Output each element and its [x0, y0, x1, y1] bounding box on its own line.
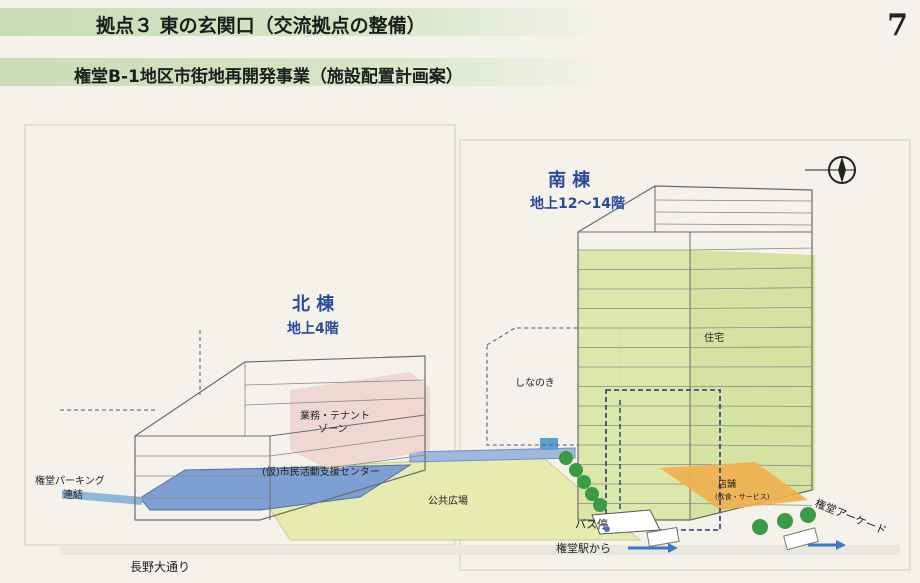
vehicle-block-1 — [646, 526, 680, 548]
north-building-name: 北 棟 — [292, 293, 335, 315]
page-title: 拠点３ 東の玄関口（交流拠点の整備） — [96, 15, 426, 37]
bus-stop-label: バス停 — [575, 517, 608, 531]
north-building — [60, 330, 430, 521]
background-frame-right — [459, 139, 911, 571]
civic-center-label: (仮)市民活動支援センター — [262, 465, 380, 478]
ground-floor-outline — [605, 389, 721, 531]
south-floor-line — [689, 326, 813, 329]
page-number: 7 — [887, 8, 908, 43]
south-floor-line — [689, 444, 813, 447]
page-subtitle: 権堂B-1地区市街地再開発事業（施設配置計画案） — [74, 67, 463, 87]
nagano-street-label: 長野大通り — [130, 560, 190, 574]
shops-area — [660, 462, 808, 510]
south-building-floors-label: 地上12～14階 — [530, 195, 625, 212]
south-floor-line — [689, 267, 813, 270]
title-band — [0, 8, 605, 36]
vehicle-block-2 — [783, 527, 819, 551]
shops-label: 店舗 — [718, 478, 736, 490]
south-floor-line — [654, 211, 813, 214]
from-station-label: 権堂駅から — [556, 541, 611, 555]
business-zone-label: 業務・テナント — [300, 409, 370, 422]
public-plaza-label: 公共広場 — [428, 494, 468, 507]
south-floor-line — [654, 199, 813, 202]
parking-label: 権堂パーキング — [35, 474, 105, 487]
street-trees — [559, 451, 816, 535]
south-building-floors — [578, 199, 813, 506]
bus-stop-marker — [604, 526, 610, 532]
business-zone-label-2: ゾーン — [318, 423, 348, 435]
shops-label-2: (飲食・サービス) — [715, 492, 770, 501]
south-floor-line — [689, 425, 813, 427]
south-building — [577, 185, 815, 521]
south-floor-line — [689, 247, 813, 251]
south-building-name: 南 棟 — [548, 169, 591, 191]
north-arrow-icon — [805, 156, 856, 184]
ground-strip — [60, 545, 900, 555]
connector-node — [540, 438, 558, 450]
arrow-to-arcade-head — [836, 540, 846, 550]
south-floor-line — [689, 287, 813, 290]
shinanoki-label: しなのき — [515, 377, 555, 389]
south-floor-line — [689, 307, 813, 309]
south-floor-line — [689, 346, 813, 348]
connector-corridor — [409, 447, 576, 463]
parking-link-band — [62, 490, 142, 505]
arrow-from-station-head — [668, 543, 678, 553]
subtitle-band — [0, 58, 605, 86]
parking-label-2: 連結 — [63, 488, 83, 501]
arcade-label: 権堂アーケード — [813, 496, 889, 538]
south-floor-line — [654, 223, 813, 226]
north-building-floors-label: 地上4階 — [287, 320, 339, 337]
residential-label: 住宅 — [704, 331, 724, 344]
